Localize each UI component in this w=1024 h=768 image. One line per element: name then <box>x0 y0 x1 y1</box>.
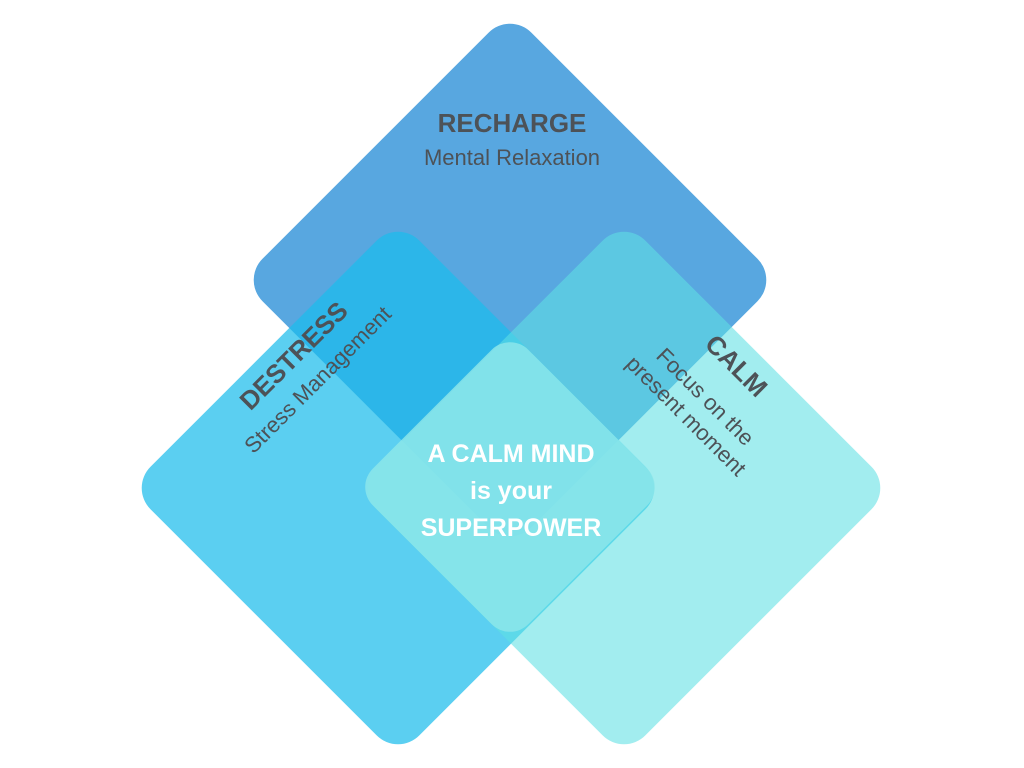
recharge-subtitle: Mental Relaxation <box>424 145 600 170</box>
center-line-3: SUPERPOWER <box>421 514 602 542</box>
center-diamond <box>365 342 655 632</box>
center-shape <box>365 342 655 632</box>
recharge-title: RECHARGE <box>438 108 587 138</box>
center-line-2: is your <box>470 477 552 505</box>
center-line-1: A CALM MIND <box>427 440 594 468</box>
